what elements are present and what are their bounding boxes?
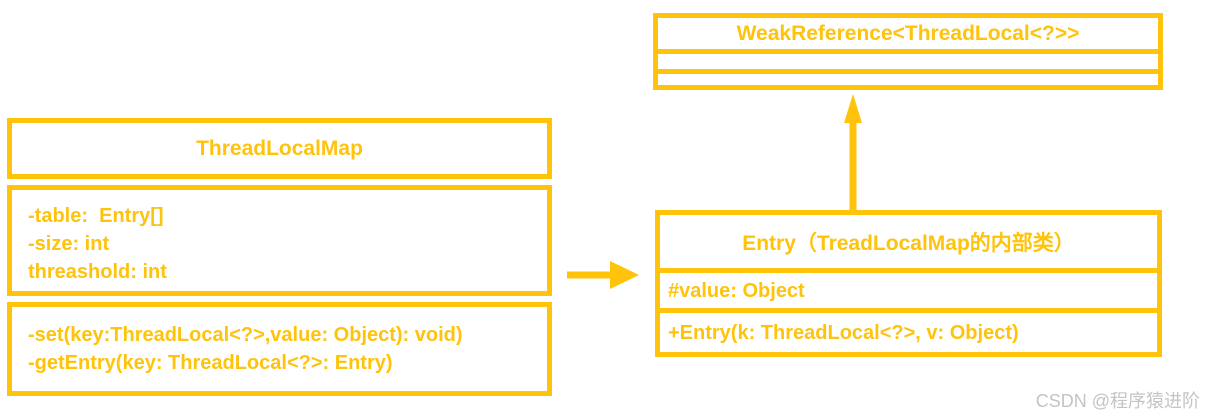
field-table: -table: Entry[] xyxy=(28,205,164,227)
fields-compartment-weakreference-empty xyxy=(658,54,1158,74)
class-title-threadlocalmap: ThreadLocalMap xyxy=(7,118,552,179)
fields-compartment-threadlocalmap: -table: Entry[] -size: int threashold: i… xyxy=(7,185,552,296)
field-threashold: threashold: int xyxy=(28,261,167,283)
methods-compartment-threadlocalmap: -set(key:ThreadLocal<?>,value: Object): … xyxy=(7,302,552,396)
fields-compartment-entry: #value: Object xyxy=(660,273,1157,313)
csdn-watermark: CSDN @程序猿进阶 xyxy=(1035,391,1200,411)
methods-compartment-entry: +Entry(k: ThreadLocal<?>, v: Object) xyxy=(660,313,1157,352)
arrow-entry-to-weakreference-icon xyxy=(844,94,862,214)
class-box-weakreference: WeakReference<ThreadLocal<?>> xyxy=(653,13,1163,90)
class-box-entry: Entry（TreadLocalMap的内部类） #value: Object … xyxy=(655,210,1162,357)
method-set: -set(key:ThreadLocal<?>,value: Object): … xyxy=(28,324,463,346)
class-title-entry: Entry（TreadLocalMap的内部类） xyxy=(660,215,1157,273)
method-entry-constructor: +Entry(k: ThreadLocal<?>, v: Object) xyxy=(668,321,1019,344)
method-getentry: -getEntry(key: ThreadLocal<?>: Entry) xyxy=(28,352,393,374)
field-size: -size: int xyxy=(28,233,110,255)
arrow-threadlocalmap-to-entry-icon xyxy=(567,261,639,289)
methods-compartment-weakreference-empty xyxy=(658,74,1158,85)
field-value: #value: Object xyxy=(668,279,805,302)
class-title-weakreference: WeakReference<ThreadLocal<?>> xyxy=(658,18,1158,54)
